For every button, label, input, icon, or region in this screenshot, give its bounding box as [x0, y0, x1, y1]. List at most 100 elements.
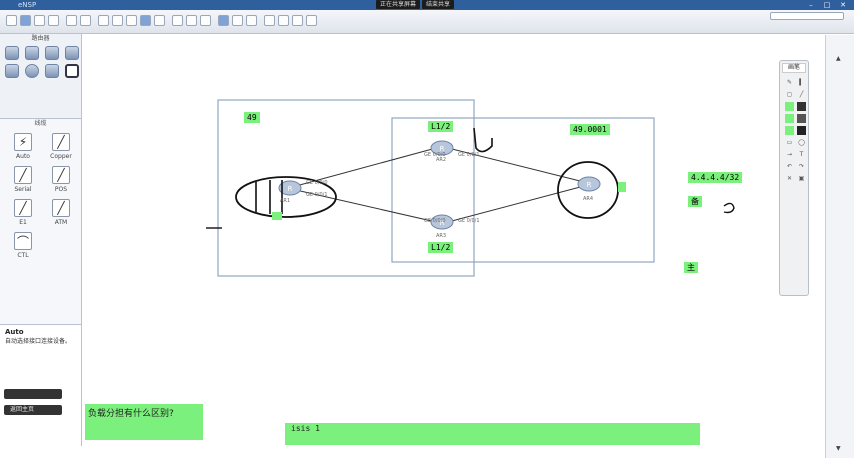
save-icon[interactable]: [34, 15, 45, 26]
color-green-swatch-3[interactable]: [785, 126, 794, 135]
zoom-out-icon[interactable]: [186, 15, 197, 26]
color-green-swatch[interactable]: [785, 102, 794, 111]
capture-icon[interactable]: [246, 15, 257, 26]
router-ar3[interactable]: R: [430, 214, 454, 230]
switch-device-icon[interactable]: [25, 46, 39, 60]
panel-button-1[interactable]: [4, 389, 62, 399]
line-tool-icon[interactable]: ╱: [799, 91, 804, 98]
right-sidebar: ▲ ▼: [825, 35, 854, 458]
primary-label: 主: [684, 262, 698, 273]
console-icon[interactable]: [264, 15, 275, 26]
cable-serial[interactable]: ╱Serial: [4, 166, 42, 193]
link-ar1-ar2[interactable]: [295, 147, 437, 187]
cable-ctl-icon: ⌒: [14, 232, 32, 250]
router-ar4[interactable]: R: [577, 176, 601, 192]
undo-icon[interactable]: [66, 15, 77, 26]
color-gray-swatch[interactable]: [797, 114, 806, 123]
description-title: Auto: [5, 328, 24, 336]
cable-e1[interactable]: ╱E1: [4, 199, 42, 226]
color-green-swatch-2[interactable]: [785, 114, 794, 123]
cable-label: CTL: [17, 252, 29, 259]
cable-device-icon[interactable]: [65, 64, 79, 78]
backup-label: 备: [688, 196, 702, 207]
command-line-1: isis 1: [291, 424, 320, 433]
text-tool-icon[interactable]: T: [799, 151, 804, 158]
device-panel: 路由器: [0, 34, 82, 118]
marker-icon[interactable]: ▍: [799, 79, 804, 86]
other-device-icon[interactable]: [45, 64, 59, 78]
redo-icon[interactable]: [80, 15, 91, 26]
sidebar-down-icon[interactable]: ▼: [836, 445, 841, 452]
command-note: isis 1: [285, 423, 700, 445]
start-icon[interactable]: [218, 15, 229, 26]
pen-tool-panel: 画笔 ✎ ▍ ◻ ╱ ▭ ◯ → T ↶ ↷ ✕ ▣: [779, 60, 809, 296]
port-ar1-bottom: GE 0/0/1: [306, 192, 328, 198]
close-icon[interactable]: ✕: [840, 1, 846, 9]
new-file-icon[interactable]: [6, 15, 17, 26]
pc-device-icon[interactable]: [5, 64, 19, 78]
router-ar2[interactable]: R: [430, 140, 454, 156]
topology-icon[interactable]: [278, 15, 289, 26]
description-text: 自动选择接口连接设备。: [5, 338, 72, 345]
topology-canvas[interactable]: [83, 35, 825, 458]
cable-pos-icon: ╱: [52, 166, 70, 184]
pen-icon[interactable]: ✎: [786, 79, 793, 86]
stop-share-button[interactable]: 结束共享: [422, 0, 455, 9]
clear-icon[interactable]: ✕: [786, 175, 793, 182]
firewall-device-icon[interactable]: [65, 46, 79, 60]
minimize-icon[interactable]: –: [809, 1, 813, 9]
back-home-button[interactable]: 返回主页: [4, 405, 62, 415]
color-dark-swatch[interactable]: [797, 126, 806, 135]
description-panel: Auto 自动选择接口连接设备。 返回主页: [0, 324, 82, 446]
router-ar1[interactable]: R: [278, 180, 302, 196]
router-ar1-name: AR1: [280, 198, 291, 204]
cable-auto[interactable]: ⚡Auto: [4, 133, 42, 160]
zoom-in-icon[interactable]: [172, 15, 183, 26]
router-device-icon[interactable]: [5, 46, 19, 60]
wlan-device-icon[interactable]: [45, 46, 59, 60]
eraser-icon[interactable]: ◻: [787, 91, 792, 98]
cable-pos[interactable]: ╱POS: [42, 166, 80, 193]
cable-atm-icon: ╱: [52, 199, 70, 217]
text-icon[interactable]: [140, 15, 151, 26]
ar1-marker: [272, 212, 282, 220]
settings-icon[interactable]: [292, 15, 303, 26]
cable-atm[interactable]: ╱ATM: [42, 199, 80, 226]
cable-ctl[interactable]: ⌒ CTL: [4, 232, 42, 259]
app-title: eNSP: [18, 1, 37, 9]
save-drawing-icon[interactable]: ▣: [798, 175, 805, 182]
annotation-circle-ar1: [235, 176, 337, 218]
stop-icon[interactable]: [232, 15, 243, 26]
rect-tool-icon[interactable]: ▭: [786, 139, 793, 146]
link-ar3-ar4[interactable]: [447, 185, 585, 223]
cable-copper[interactable]: ╱Copper: [42, 133, 80, 160]
sidebar-up-icon[interactable]: ▲: [836, 55, 841, 62]
question-note: 负载分担有什么区别?: [85, 404, 203, 440]
ellipse-tool-icon[interactable]: ◯: [798, 139, 805, 146]
question-text: 负载分担有什么区别?: [88, 409, 174, 419]
svg-text:R: R: [288, 185, 293, 193]
fit-icon[interactable]: [200, 15, 211, 26]
cable-serial-icon: ╱: [14, 166, 32, 184]
color-black-swatch[interactable]: [797, 102, 806, 111]
search-input[interactable]: [770, 12, 844, 20]
help-icon[interactable]: [306, 15, 317, 26]
undo-pen-icon[interactable]: ↶: [786, 163, 793, 170]
redo-pen-icon[interactable]: ↷: [798, 163, 805, 170]
arrow-tool-icon[interactable]: →: [786, 151, 793, 158]
router-ar2-name: AR2: [436, 157, 447, 163]
port-ar2-right: GE 0/0/1: [458, 152, 480, 158]
select-icon[interactable]: [98, 15, 109, 26]
port-ar3-right: GE 0/0/1: [458, 218, 480, 224]
annotation-s-mark: [723, 202, 735, 214]
drag-icon[interactable]: [112, 15, 123, 26]
shape-icon[interactable]: [154, 15, 165, 26]
cable-panel-title: 线缆: [34, 120, 47, 127]
cloud-device-icon[interactable]: [25, 64, 39, 78]
link-ar1-ar3[interactable]: [295, 189, 437, 223]
print-icon[interactable]: [48, 15, 59, 26]
open-file-icon[interactable]: [20, 15, 31, 26]
maximize-icon[interactable]: □: [823, 1, 831, 9]
delete-icon[interactable]: [126, 15, 137, 26]
ar4-marker: [618, 182, 626, 192]
